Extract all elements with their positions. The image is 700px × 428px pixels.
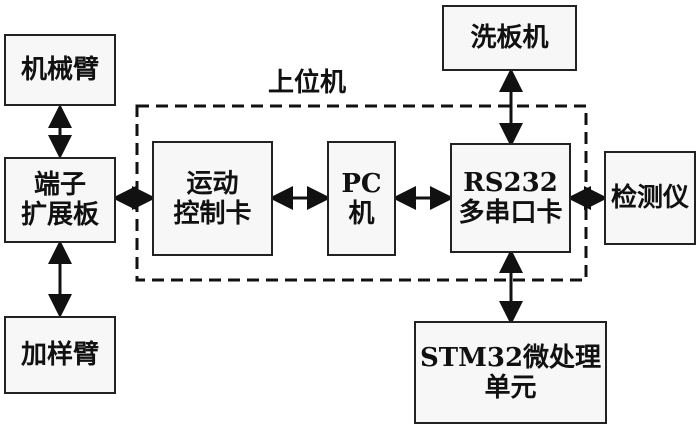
rs232-card-box: RS232 多串口卡 [450, 143, 571, 253]
stm32-unit-label-line2: 单元 [484, 372, 537, 403]
motion-control-card-label-line1: 运动 [186, 168, 239, 199]
plate-washer-box: 洗板机 [442, 5, 577, 71]
terminal-board-label-line2: 扩展板 [20, 200, 99, 230]
motion-control-card-box: 运动 控制卡 [152, 141, 273, 256]
terminal-board-label-line1: 端子 [33, 170, 86, 200]
sample-arm-box: 加样臂 [4, 316, 116, 394]
rs232-card-label-line1: RS232 [463, 168, 558, 198]
robot-arm-label: 机械臂 [20, 55, 99, 85]
stm32-unit-box: STM32微处理 单元 [414, 321, 607, 424]
rs232-card-label-line2: 多串口卡 [458, 198, 563, 228]
terminal-board-box: 端子 扩展板 [4, 157, 116, 243]
host-computer-label: 上位机 [268, 68, 347, 98]
robot-arm-box: 机械臂 [4, 34, 116, 106]
sample-arm-label: 加样臂 [20, 340, 99, 370]
motion-control-card-label-line2: 控制卡 [173, 198, 252, 229]
pc-box: PC机 [327, 141, 396, 256]
plate-washer-label: 洗板机 [470, 23, 549, 53]
pc-label: PC机 [341, 168, 382, 229]
detector-label: 检测仪 [610, 183, 689, 213]
stm32-unit-label-line1: STM32微处理 [419, 342, 602, 373]
detector-box: 检测仪 [604, 151, 696, 245]
